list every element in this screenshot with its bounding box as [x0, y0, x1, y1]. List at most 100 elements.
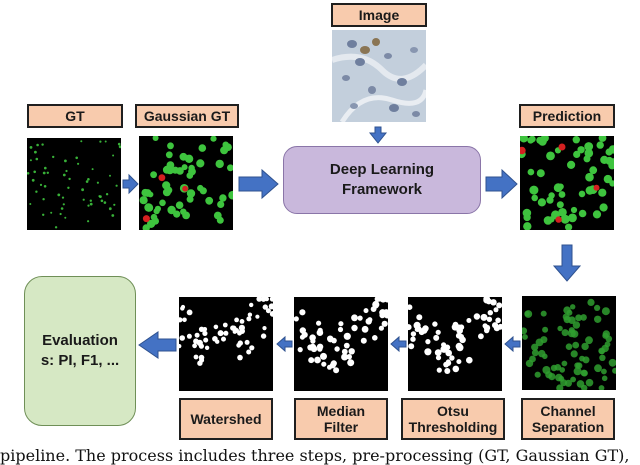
- nucleus-dot: [584, 148, 594, 158]
- nucleus-dot: [529, 185, 539, 195]
- arrow-framework-to-prediction: [485, 168, 518, 200]
- nucleus-dot: [536, 169, 545, 178]
- nucleus-dot: [381, 320, 388, 327]
- nucleus-dot: [529, 355, 536, 363]
- nucleus-dot: [432, 321, 438, 327]
- nucleus-dot: [542, 326, 549, 333]
- nucleus-dot: [585, 378, 594, 387]
- nucleus-dot: [256, 297, 262, 302]
- nucleus-dot: [180, 208, 187, 215]
- nucleus-dot: [68, 177, 71, 181]
- evaluation-line2: s: PI, F1, ...: [40, 352, 120, 369]
- nucleus-dot: [596, 141, 604, 149]
- nucleus-dot: [112, 154, 115, 157]
- nucleus-dot: [568, 316, 576, 324]
- nucleus-dot: [436, 367, 442, 373]
- nucleus-dot: [578, 209, 587, 218]
- nucleus-dot: [194, 332, 200, 338]
- nucleus-dot: [158, 174, 166, 182]
- nucleus-dot: [307, 344, 314, 351]
- nucleus-dot: [582, 356, 590, 364]
- nucleus-dot: [351, 314, 358, 322]
- median-filter-dots-graphic: [294, 297, 388, 374]
- nucleus-dot: [262, 326, 267, 331]
- nucleus-dot: [456, 359, 462, 365]
- nucleus-dot: [103, 201, 107, 204]
- nucleus-dot: [612, 367, 616, 374]
- nucleus-dot: [554, 364, 562, 371]
- nucleus-dot: [378, 325, 384, 331]
- nucleus-dot: [338, 321, 344, 327]
- nucleus-dot: [142, 215, 150, 223]
- nucleus-dot: [81, 188, 84, 192]
- nucleus-dot: [176, 167, 184, 175]
- nucleus-dot: [408, 343, 415, 350]
- nucleus-dot: [179, 317, 183, 323]
- nucleus-dot: [534, 371, 541, 378]
- nucleus-dot: [580, 369, 588, 377]
- nucleus-dot: [57, 193, 61, 197]
- nucleus-dot: [159, 199, 166, 207]
- nucleus-dot: [496, 302, 502, 309]
- nucleus-dot: [96, 181, 99, 184]
- nucleus-dot: [62, 173, 66, 177]
- arrow-gaussian-to-framework: [238, 168, 279, 200]
- nucleus-dot: [360, 337, 367, 344]
- nucleus-dot: [383, 311, 388, 319]
- nucleus-dot: [299, 327, 306, 334]
- nucleus-dot: [186, 333, 192, 339]
- nucleus-dot: [609, 158, 614, 166]
- nucleus-dot: [361, 325, 369, 333]
- nucleus-dot: [50, 211, 53, 214]
- nucleus-dot: [197, 360, 203, 366]
- nucleus-dot: [87, 220, 90, 223]
- nucleus-dot: [570, 206, 578, 214]
- nucleus-dot: [219, 194, 227, 202]
- nucleus-dot: [452, 321, 459, 328]
- nucleus-dot: [91, 168, 94, 171]
- nucleus-dot: [568, 213, 577, 223]
- nucleus-dot: [162, 165, 171, 174]
- nucleus-dot: [113, 203, 116, 206]
- nucleus-dot: [540, 136, 549, 142]
- nucleus-dot: [553, 183, 563, 193]
- nucleus-dot: [351, 324, 358, 332]
- nucleus-dot: [193, 354, 199, 360]
- nucleus-dot: [598, 136, 607, 142]
- nucleus-dot: [309, 334, 316, 341]
- prediction-dots-graphic: [520, 136, 614, 230]
- nucleus-dot: [560, 214, 570, 224]
- watershed-label-text: Watershed: [190, 410, 262, 427]
- nucleus-dot: [216, 216, 224, 224]
- nucleus-dot: [458, 324, 465, 330]
- gaussian-gt-label-text: Gaussian GT: [143, 107, 231, 124]
- nucleus-dot: [111, 214, 115, 217]
- otsu-label-line1: Otsu: [437, 402, 469, 419]
- nucleus-dot: [222, 322, 228, 328]
- nucleus-dot: [255, 314, 260, 319]
- prediction-label-text: Prediction: [532, 107, 602, 124]
- nucleus-dot: [98, 195, 101, 198]
- nucleus-dot: [449, 355, 455, 361]
- nucleus-dot: [483, 297, 491, 303]
- nucleus-dot: [561, 360, 568, 367]
- nucleus-dot: [458, 333, 465, 340]
- channel-separation-dots-graphic: [522, 298, 616, 390]
- nucleus-dot: [343, 332, 351, 340]
- prediction-image: [520, 136, 614, 230]
- nucleus-dot: [546, 151, 555, 161]
- nucleus-dot: [577, 146, 585, 154]
- nucleus-dot: [34, 150, 37, 154]
- nucleus-dot: [486, 316, 493, 322]
- gaussian-gt-label: Gaussian GT: [135, 104, 239, 128]
- nucleus-dot: [540, 336, 548, 344]
- nucleus-dot: [376, 297, 382, 302]
- nucleus-dot: [493, 307, 499, 313]
- gt-dots-graphic: [27, 140, 121, 229]
- nucleus-dot: [198, 144, 207, 152]
- nucleus-dot: [249, 345, 255, 351]
- nucleus-dot: [117, 142, 121, 146]
- nucleus-dot: [179, 152, 188, 161]
- nucleus-dot: [594, 364, 602, 373]
